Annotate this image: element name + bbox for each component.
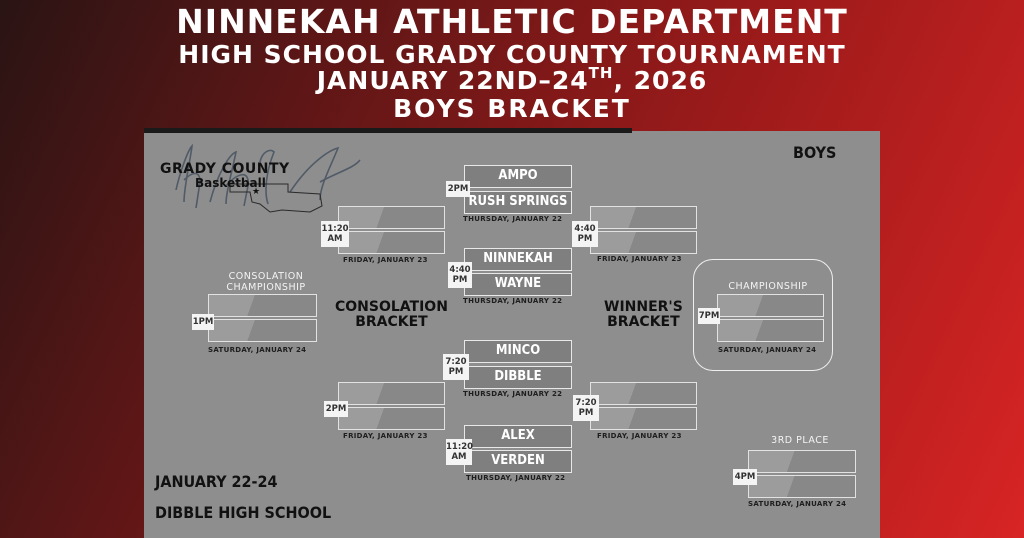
game-date: SATURDAY, JANUARY 24: [748, 500, 847, 508]
team-slot-minco: MINCO: [464, 340, 572, 363]
bracket-slot: [748, 475, 856, 498]
winners-bracket-label-2: BRACKET: [607, 314, 680, 330]
team-slot-wayne: WAYNE: [464, 273, 572, 296]
game-time: 2PM: [324, 401, 348, 417]
bracket-slot: [208, 294, 317, 317]
header-dates-tail: , 2026: [613, 66, 708, 95]
game-time-line: AM: [327, 234, 343, 244]
logo-line1: GRADY COUNTY: [160, 161, 290, 177]
game-time-line: 4:40: [574, 224, 596, 234]
bracket-slot: [717, 319, 824, 342]
game-date: THURSDAY, JANUARY 22: [463, 390, 563, 398]
game-time-line: PM: [578, 408, 594, 418]
team-slot-verden: VERDEN: [464, 450, 572, 473]
star-icon: ★: [252, 187, 261, 197]
division-label: BOYS: [793, 143, 837, 162]
game-date: SATURDAY, JANUARY 24: [208, 346, 307, 354]
game-time: 1PM: [192, 314, 214, 330]
game-date: FRIDAY, JANUARY 23: [343, 432, 428, 440]
bracket-slot: [590, 382, 697, 405]
team-slot-ampo: AMPO: [464, 165, 572, 188]
game-time-line: 4:40: [449, 265, 471, 275]
bracket-slot: [590, 231, 697, 254]
game-time: 2PM: [446, 181, 470, 197]
game-date: THURSDAY, JANUARY 22: [466, 474, 566, 482]
header-title: NINNEKAH ATHLETIC DEPARTMENT: [176, 2, 848, 41]
game-time-line: 7PM: [698, 311, 720, 321]
game-time-line: 2PM: [447, 184, 469, 194]
logo-line2: Basketball: [195, 176, 266, 190]
header-dates-sup: TH: [588, 64, 614, 82]
game-date: SATURDAY, JANUARY 24: [718, 346, 817, 354]
third-place-label: 3RD PLACE: [771, 435, 829, 446]
footer-dates: JANUARY 22-24: [155, 472, 278, 491]
championship-frame: [693, 259, 833, 371]
game-date: FRIDAY, JANUARY 23: [343, 256, 428, 264]
team-slot-alex: ALEX: [464, 425, 572, 448]
consolation-championship-label-2: CHAMPIONSHIP: [226, 282, 306, 293]
bracket-slot: [338, 206, 445, 229]
bracket-slot: [338, 407, 445, 430]
game-time-line: PM: [577, 234, 593, 244]
game-date: THURSDAY, JANUARY 22: [463, 297, 563, 305]
game-time-line: PM: [448, 367, 464, 377]
game-date: FRIDAY, JANUARY 23: [597, 255, 682, 263]
game-time-line: 11:20: [446, 442, 474, 452]
game-time-line: 4PM: [734, 472, 756, 482]
game-time-line: 11:20: [321, 224, 349, 234]
header-tournament: HIGH SCHOOL GRADY COUNTY TOURNAMENT: [178, 40, 846, 69]
game-time-line: 2PM: [325, 404, 347, 414]
bracket-slot: [717, 294, 824, 317]
consolation-bracket-label-1: CONSOLATION: [335, 299, 448, 315]
bracket-slot: [590, 206, 697, 229]
consolation-championship-label-1: CONSOLATION: [228, 271, 304, 282]
game-time-line: 1PM: [192, 317, 214, 327]
consolation-bracket-label-2: BRACKET: [355, 314, 428, 330]
game-time-line: 7:20: [575, 398, 597, 408]
game-date: THURSDAY, JANUARY 22: [463, 215, 563, 223]
bracket-slot: [338, 382, 445, 405]
team-slot-dibble: DIBBLE: [464, 366, 572, 389]
header-bracket: BOYS BRACKET: [393, 94, 631, 123]
game-date: FRIDAY, JANUARY 23: [597, 432, 682, 440]
footer-location: DIBBLE HIGH SCHOOL: [155, 503, 332, 522]
team-slot-ninnekah: NINNEKAH: [464, 248, 572, 271]
bracket-slot: [208, 319, 317, 342]
bracket-slot: [748, 450, 856, 473]
board-top-bar: [144, 128, 632, 133]
bracket-slot: [590, 407, 697, 430]
game-time-line: 7:20: [445, 357, 467, 367]
winners-bracket-label-1: WINNER'S: [604, 299, 683, 315]
game-time: 4PM: [733, 469, 757, 485]
game-time-line: PM: [452, 275, 468, 285]
team-slot-rush-springs: RUSH SPRINGS: [464, 191, 572, 214]
championship-label: CHAMPIONSHIP: [728, 281, 808, 292]
header-dates: JANUARY 22ND–24TH, 2026: [0, 64, 1024, 95]
bracket-slot: [338, 231, 445, 254]
grady-county-logo-icon: [175, 143, 361, 213]
header-dates-main: JANUARY 22ND–24: [316, 66, 589, 95]
game-time: 7PM: [698, 308, 720, 324]
game-time-line: AM: [451, 452, 467, 462]
